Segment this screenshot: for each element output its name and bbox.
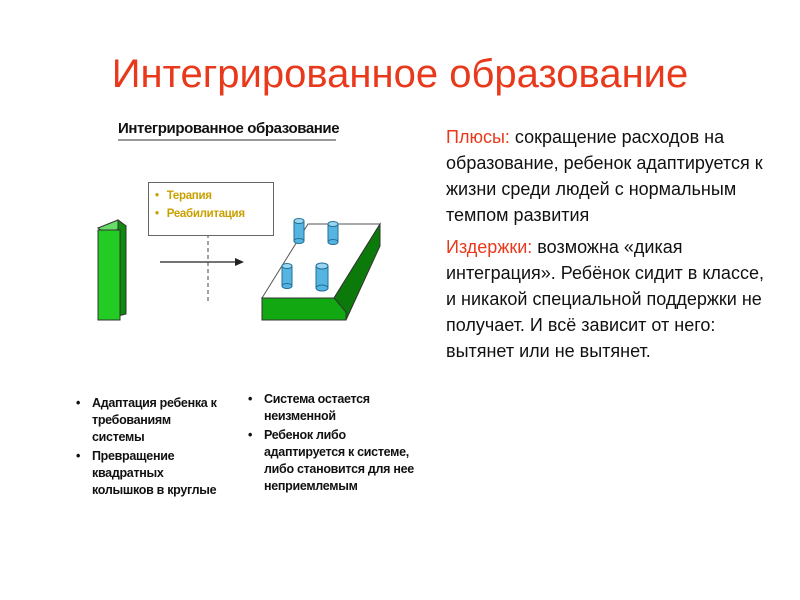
cons-paragraph: Издержки: возможна «дикая интеграция». Р… <box>446 234 766 364</box>
slide-title: Интегрированное образование <box>111 52 689 96</box>
list-item: Превращение квадратных колышков в круглы… <box>74 448 224 499</box>
arrow-icon <box>160 258 244 266</box>
cylinder-1 <box>293 218 305 244</box>
pros-paragraph: Плюсы: сокращение расходов на образовани… <box>446 124 766 228</box>
square-peg-block <box>96 219 128 321</box>
cons-text: возможна «дикая интеграция». Ребёнок сид… <box>446 237 764 361</box>
callout-item: •Терапия <box>155 190 212 202</box>
integration-figure: Интегрированное образование <box>60 108 430 568</box>
cylinder-4 <box>315 262 329 292</box>
cons-label: Издержки: <box>446 237 533 257</box>
pros-text: сокращение расходов на образование, ребе… <box>446 127 763 225</box>
list-item: Адаптация ребенка к требованиям системы <box>74 395 224 446</box>
pros-label: Плюсы: <box>446 127 510 147</box>
therapy-callout: •Терапия •Реабилитация <box>148 182 274 236</box>
child-adaptation-list: Адаптация ребенка к требованиям системы … <box>74 395 224 501</box>
list-item: Система остается неизменной <box>246 391 416 425</box>
figure-title: Интегрированное образование <box>118 120 340 137</box>
figure-drawing <box>96 139 381 321</box>
cylinder-3 <box>281 263 293 289</box>
cylinder-2 <box>327 221 339 245</box>
slide-body: Плюсы: сокращение расходов на образовани… <box>446 124 766 370</box>
callout-item: •Реабилитация <box>155 208 245 220</box>
system-unchanged-list: Система остается неизменной Ребенок либо… <box>246 391 416 497</box>
list-item: Ребенок либо адаптируется к системе, либ… <box>246 427 416 495</box>
cylinder-pegs <box>281 218 339 292</box>
